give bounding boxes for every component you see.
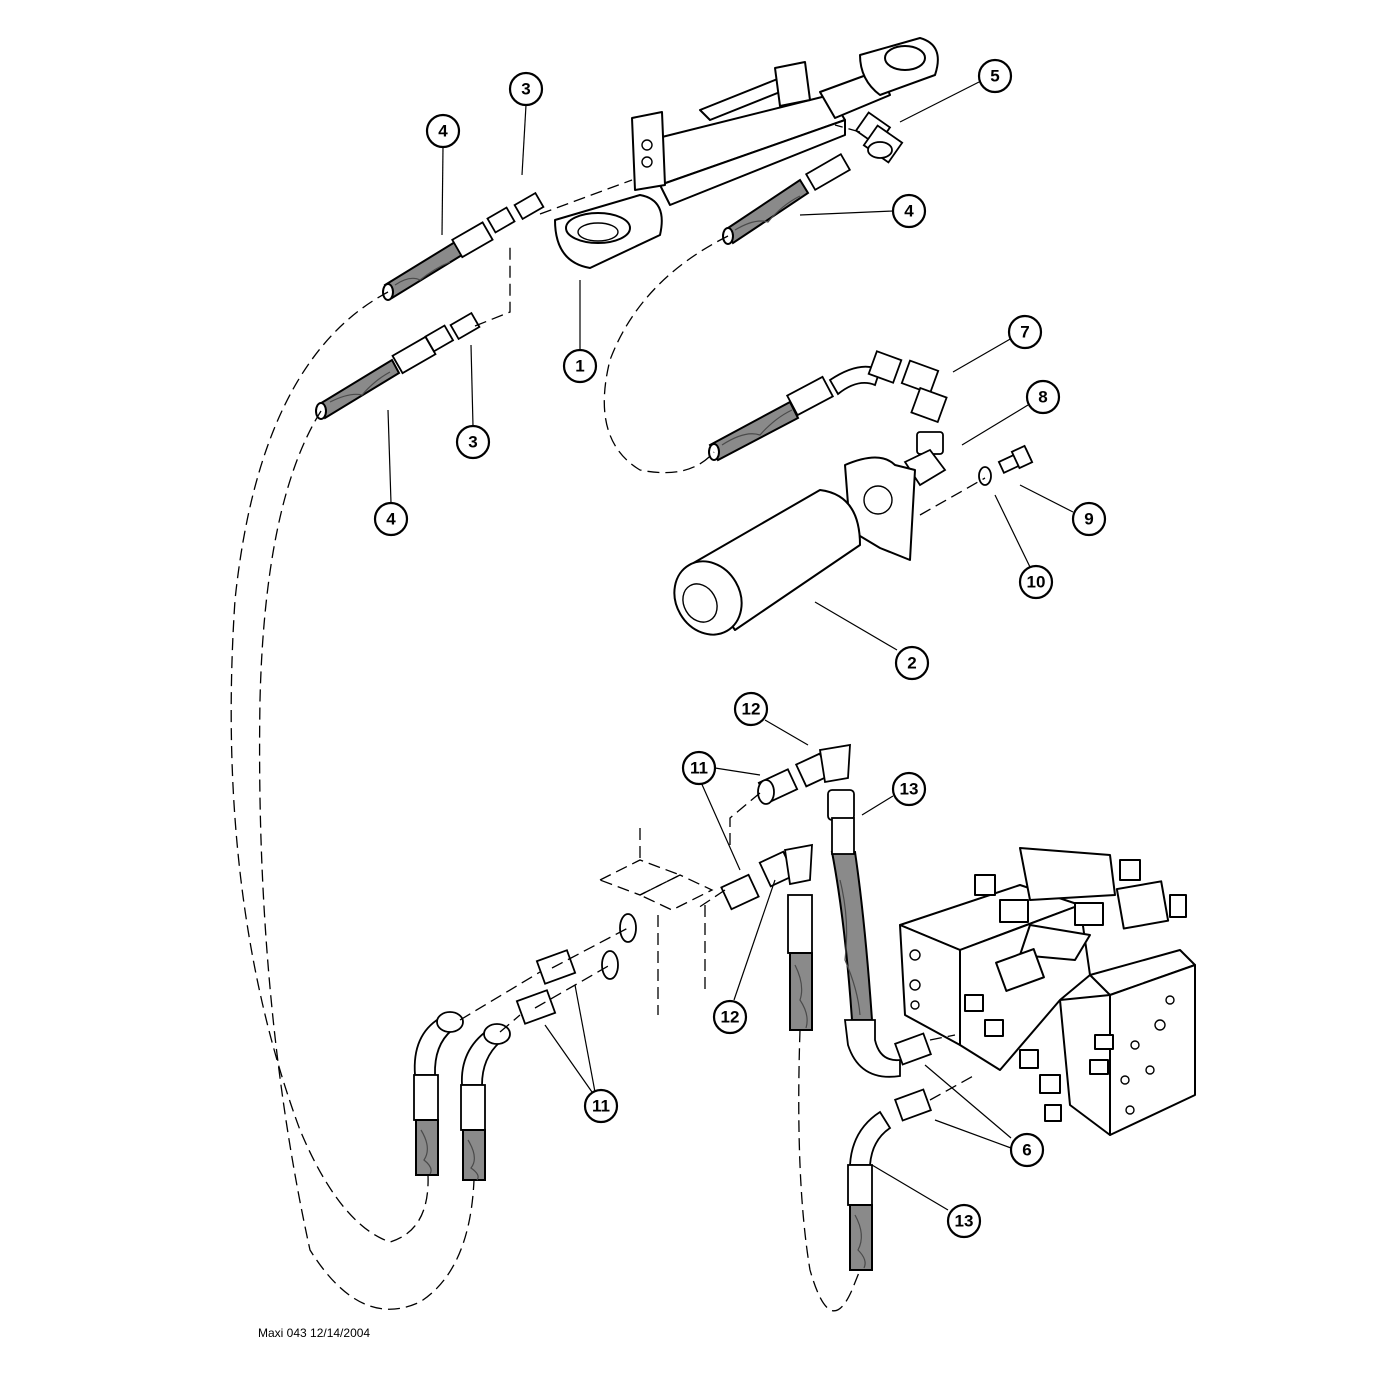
adapter-6-upper (893, 1032, 933, 1066)
callout-10-label: 10 (1027, 573, 1046, 592)
hose-left-b (460, 1023, 511, 1181)
drawing-id-text: Maxi 043 12/14/2004 (258, 1326, 371, 1340)
accumulator-2 (673, 456, 916, 636)
callout-13-lower: 13 (946, 1203, 982, 1239)
hose-4-lower (315, 324, 455, 420)
callout-11-lower: 11 (583, 1088, 619, 1124)
callout-4-lower-label: 4 (386, 510, 396, 529)
callout-13-upper: 13 (891, 771, 927, 807)
adapter-3-lower (449, 311, 481, 341)
callout-1: 1 (562, 348, 598, 384)
callout-11-lower-label: 11 (592, 1097, 610, 1116)
callout-4-right: 4 (891, 193, 927, 229)
callout-3-lower-label: 3 (468, 433, 477, 452)
callout-3-upper: 3 (508, 71, 544, 107)
elbow-fitting-5 (854, 111, 904, 164)
control-valve-block (899, 847, 1196, 1136)
hydraulic-cylinder (554, 37, 939, 269)
elbow-fitting-8 (903, 431, 947, 487)
elbow-fitting-12-lower (758, 843, 813, 888)
adapter-6-lower (893, 1088, 933, 1122)
hose-4-right (722, 152, 852, 245)
callout-13-lower-label: 13 (955, 1212, 974, 1231)
callout-2: 2 (894, 645, 930, 681)
callout-4-upper: 4 (425, 113, 461, 149)
hose-left-a (413, 1011, 464, 1176)
callout-11-upper: 11 (681, 750, 717, 786)
adapter-11-mid (720, 873, 760, 911)
hose-13-curved (847, 1110, 892, 1271)
callout-6-label: 6 (1022, 1141, 1031, 1160)
adapter-11-upper (757, 768, 799, 805)
hose-12-down (787, 894, 813, 1031)
callout-5: 5 (977, 58, 1013, 94)
callout-9-label: 9 (1084, 510, 1093, 529)
elbow-fitting-12-upper (794, 743, 851, 788)
callout-7-label: 7 (1020, 323, 1029, 342)
callout-2-label: 2 (907, 654, 916, 673)
bolt-9 (997, 444, 1034, 474)
callout-8: 8 (1025, 379, 1061, 415)
callout-7: 7 (1007, 314, 1043, 350)
callout-9: 9 (1071, 501, 1107, 537)
o-rings (601, 913, 637, 980)
callout-10: 10 (1018, 564, 1054, 600)
callout-3-upper-label: 3 (521, 80, 530, 99)
callout-6: 6 (1009, 1132, 1045, 1168)
callout-5-label: 5 (990, 67, 999, 86)
callout-11-upper-label: 11 (690, 759, 708, 778)
hose-4-upper (382, 206, 516, 301)
adapter-11-lower-a (535, 949, 577, 985)
callout-4-lower: 4 (373, 501, 409, 537)
callout-12-upper: 12 (733, 691, 769, 727)
callout-12-upper-label: 12 (742, 700, 761, 719)
callout-4-upper-label: 4 (438, 122, 448, 141)
callout-1-label: 1 (575, 357, 584, 376)
mounting-bracket (598, 828, 714, 1015)
hose-13-straight (827, 789, 901, 1078)
connection-lines (230, 124, 986, 1312)
leader-lines (387, 81, 1074, 1211)
hose-7-assembly (708, 350, 948, 462)
adapter-3-upper (513, 191, 545, 221)
callout-13-upper-label: 13 (900, 780, 919, 799)
callout-12-lower-label: 12 (721, 1008, 740, 1027)
callout-4-right-label: 4 (904, 202, 914, 221)
washer-10 (978, 466, 992, 486)
callout-3-lower: 3 (455, 424, 491, 460)
callout-8-label: 8 (1038, 388, 1047, 407)
callout-12-lower: 12 (712, 999, 748, 1035)
